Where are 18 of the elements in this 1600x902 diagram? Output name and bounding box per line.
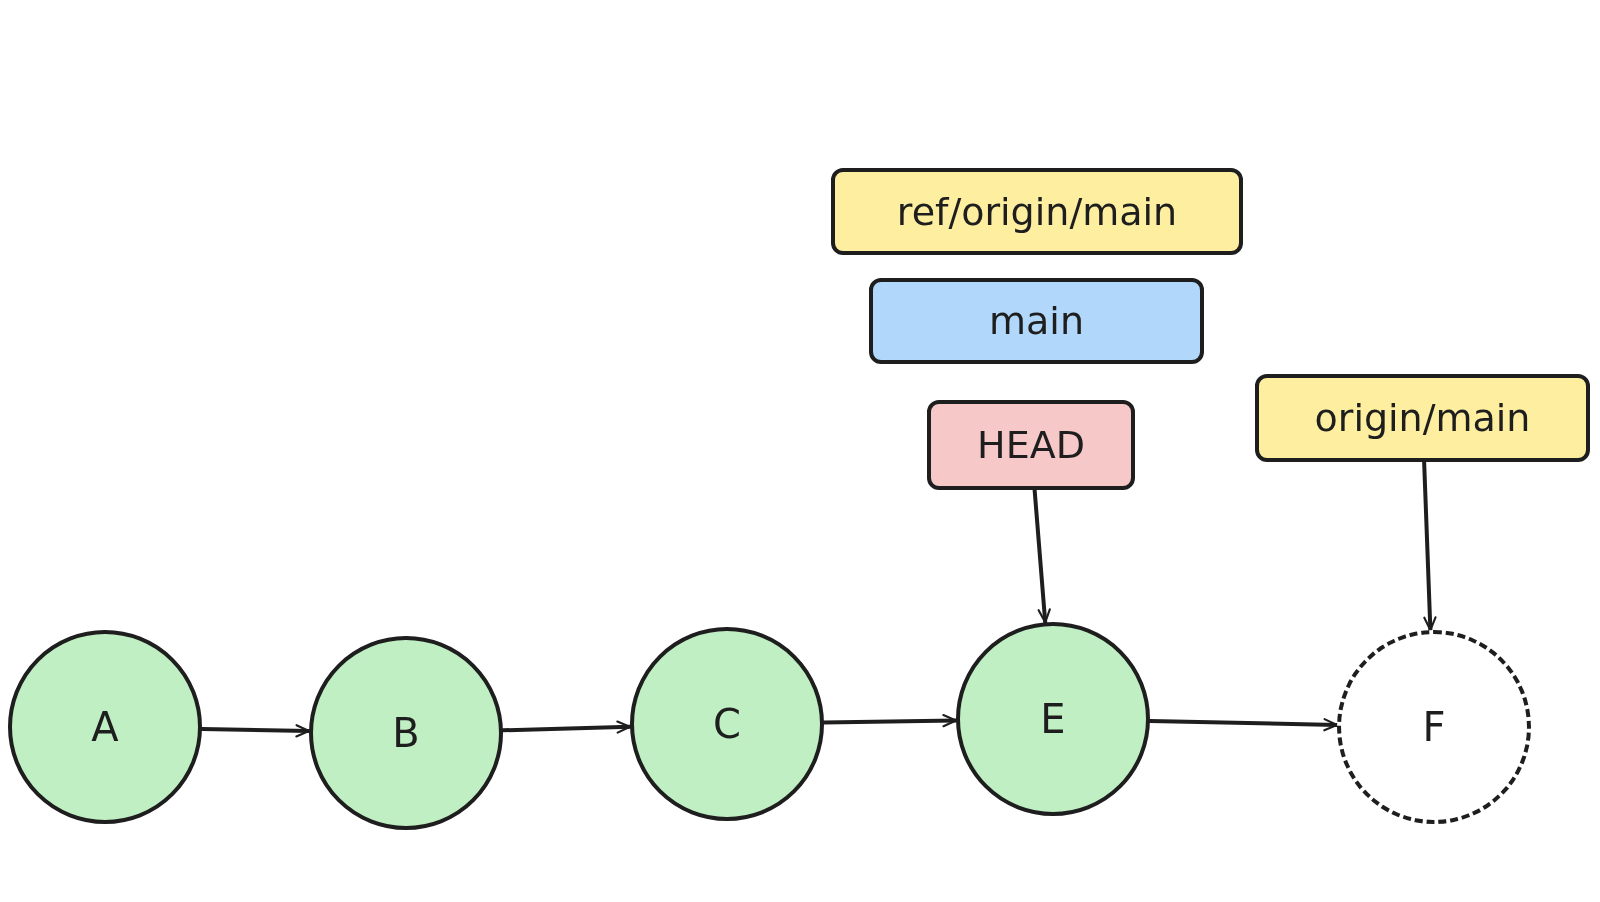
commit-label: C <box>713 701 741 747</box>
branch-label <box>831 168 1243 255</box>
commit-label: B <box>392 710 420 756</box>
commit-label: E <box>1040 696 1066 742</box>
arrow <box>1422 460 1437 633</box>
branch-label <box>869 278 1204 364</box>
commit-label: A <box>91 704 119 750</box>
branch-name: main <box>989 299 1084 343</box>
arrow <box>1148 718 1339 732</box>
head-pointer-label <box>927 400 1135 490</box>
arrow <box>822 714 958 728</box>
commit-label: F <box>1422 704 1446 750</box>
branch-name: origin/main <box>1314 396 1531 440</box>
branch-name: HEAD <box>977 423 1085 467</box>
branch-label <box>1255 374 1590 462</box>
arrow <box>200 724 311 738</box>
branch-name: ref/origin/main <box>896 189 1178 234</box>
arrow <box>1032 488 1051 625</box>
